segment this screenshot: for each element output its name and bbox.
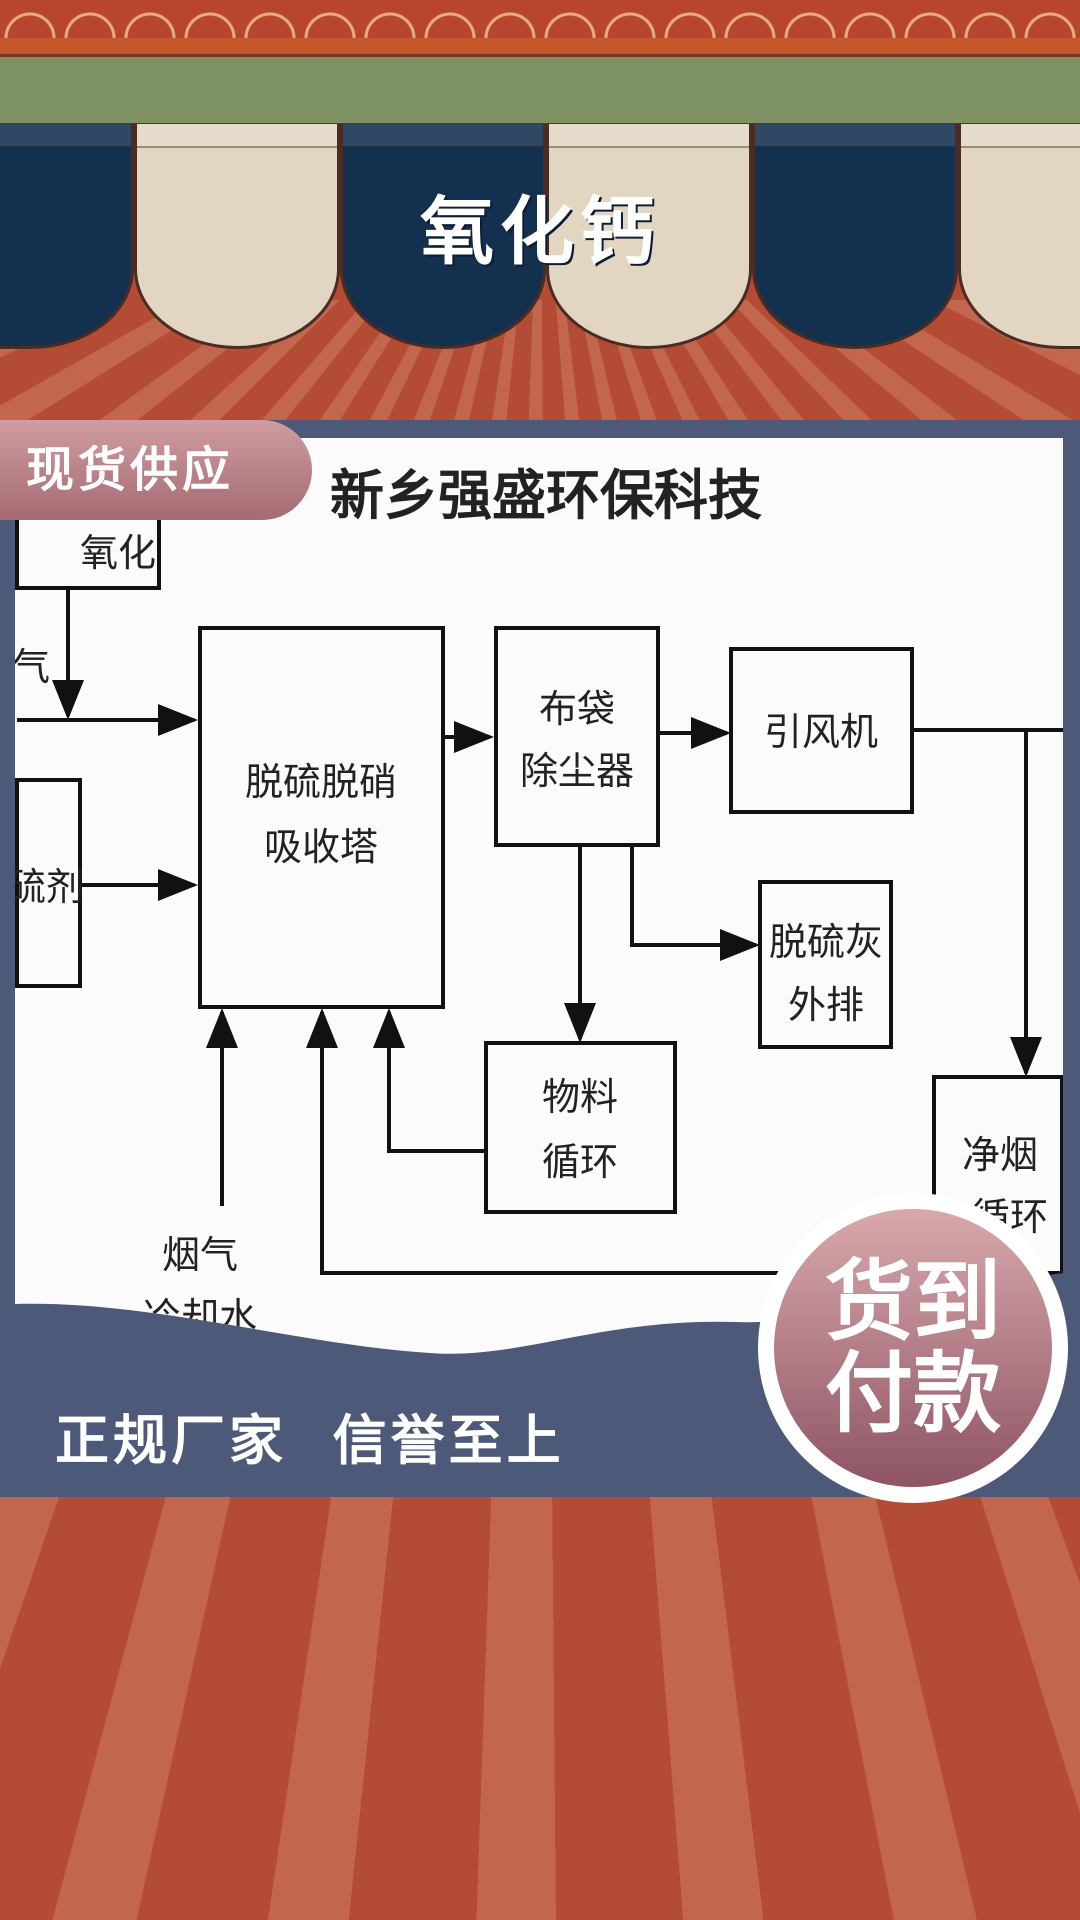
flow-arrow [373, 1008, 486, 1153]
material-recycle-box [484, 1041, 677, 1214]
awning-scallop [958, 124, 1080, 349]
box-label: 布袋 [539, 687, 615, 731]
green-strip [0, 57, 1080, 126]
cash-on-delivery-badge: 货到 付款 [758, 1193, 1068, 1503]
box-label: 循环 [542, 1140, 618, 1184]
diagram-background [15, 438, 1063, 1354]
box-label: 引风机 [764, 710, 878, 754]
company-name: 新乡强盛环保科技 [330, 464, 762, 527]
box-label: 净烟 [962, 1133, 1038, 1177]
awning-scallop [340, 124, 546, 349]
bag-filter-box [494, 626, 660, 847]
box-label: 脱硫脱硝 [245, 760, 397, 804]
awning-scallop [134, 124, 340, 349]
orange-strip [0, 38, 1080, 57]
box-label: 硫剂 [8, 865, 84, 909]
absorption-tower-box [198, 626, 445, 1009]
box-label: 氧化 [80, 531, 156, 575]
page-title: 氧化钙 [420, 189, 660, 275]
awning-scallop [752, 124, 958, 349]
box-label: 物料 [542, 1075, 618, 1119]
slogan-text: 正规厂家 信誉至上 [55, 1409, 565, 1472]
box-label: 烟气 [162, 1233, 238, 1277]
badge-line-2: 付款 [824, 1342, 1001, 1445]
awning-scallop [0, 124, 134, 349]
decorative-pattern-band [0, 0, 1080, 38]
awning-scallop [546, 124, 752, 349]
badge-line-1: 货到 [824, 1250, 1001, 1353]
flow-arrow [630, 845, 760, 961]
box-label: 气 [12, 645, 50, 689]
box-label: 吸收塔 [264, 825, 378, 869]
flow-arrow [912, 728, 1063, 1073]
in-stock-tag: 现货供应 [0, 420, 312, 520]
box-label: 冷却水 [143, 1295, 257, 1339]
badge-inner: 货到 付款 [774, 1209, 1052, 1487]
box-label: 除尘器 [520, 749, 634, 793]
ash-discharge-box [758, 880, 893, 1049]
box-label: 脱硫灰 [769, 920, 883, 964]
box-label: 外排 [788, 983, 864, 1027]
